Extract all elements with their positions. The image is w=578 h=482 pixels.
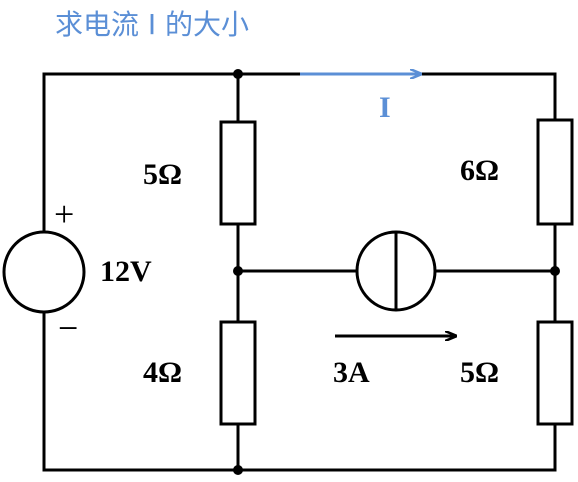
resistor-bottom-right (536, 320, 574, 426)
resistor-bottom-left (219, 320, 257, 426)
label-r-bottom-left: 4Ω (143, 356, 182, 389)
label-r-bottom-right: 5Ω (460, 356, 499, 389)
junction-bottom (233, 465, 243, 475)
label-source-voltage: 12V (100, 255, 152, 288)
current-i-label: I (379, 91, 391, 124)
label-r-top-left: 5Ω (143, 158, 182, 191)
junction-top (233, 69, 243, 79)
junction-right (550, 266, 560, 276)
source-minus-sign: − (58, 308, 78, 348)
label-r-top-right: 6Ω (460, 154, 499, 187)
junction-middle (233, 266, 243, 276)
resistor-top-left (219, 120, 257, 226)
label-current-source: 3A (333, 356, 370, 389)
source-plus-sign: + (54, 194, 74, 234)
resistor-top-right (536, 118, 574, 226)
junctions (233, 69, 560, 475)
wires (42, 72, 557, 472)
voltage-source-icon (2, 230, 86, 314)
problem-title: 求电流 I 的大小 (55, 8, 249, 41)
